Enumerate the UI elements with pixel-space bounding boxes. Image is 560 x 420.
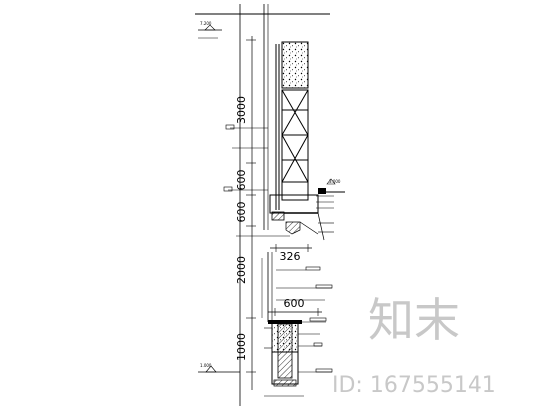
dimension-326: 326 (280, 250, 301, 263)
dimension-600-lower: 600 (235, 202, 248, 223)
annotation-leaders-middle (276, 266, 333, 301)
level-label-right: 3.000 (329, 179, 341, 184)
level-marker-bottom: 1.000 (198, 363, 240, 373)
dimension-600-horizontal: 600 (284, 297, 305, 310)
steel-truss-frame (275, 44, 309, 210)
annotation-leaders-upper (223, 124, 268, 192)
level-marker-top: 7.200 (198, 21, 222, 39)
vertical-dimension-chain: 3000 600 600 2000 1000 (235, 36, 256, 390)
dimension-2000: 2000 (235, 256, 248, 284)
planter-box (264, 320, 302, 387)
horizontal-dimension-600: 600 (268, 297, 322, 316)
watermark-id: ID: 167555141 (332, 373, 496, 398)
horizontal-dimension-326: 326 (270, 244, 312, 263)
dimension-1000: 1000 (235, 333, 248, 361)
right-ground-slab: 3.000 (316, 178, 345, 233)
transition-detail (236, 194, 325, 241)
level-label-bottom: 1.000 (200, 363, 212, 368)
watermark-logo: 知末 (368, 293, 460, 347)
dimension-600-upper: 600 (235, 170, 248, 191)
dimension-3000: 3000 (235, 96, 248, 124)
annotation-leaders-lower (298, 317, 333, 373)
level-label-top: 7.200 (200, 21, 212, 26)
watermark: 知末 ID: 167555141 (332, 293, 496, 398)
stone-cladding-block (281, 41, 309, 89)
